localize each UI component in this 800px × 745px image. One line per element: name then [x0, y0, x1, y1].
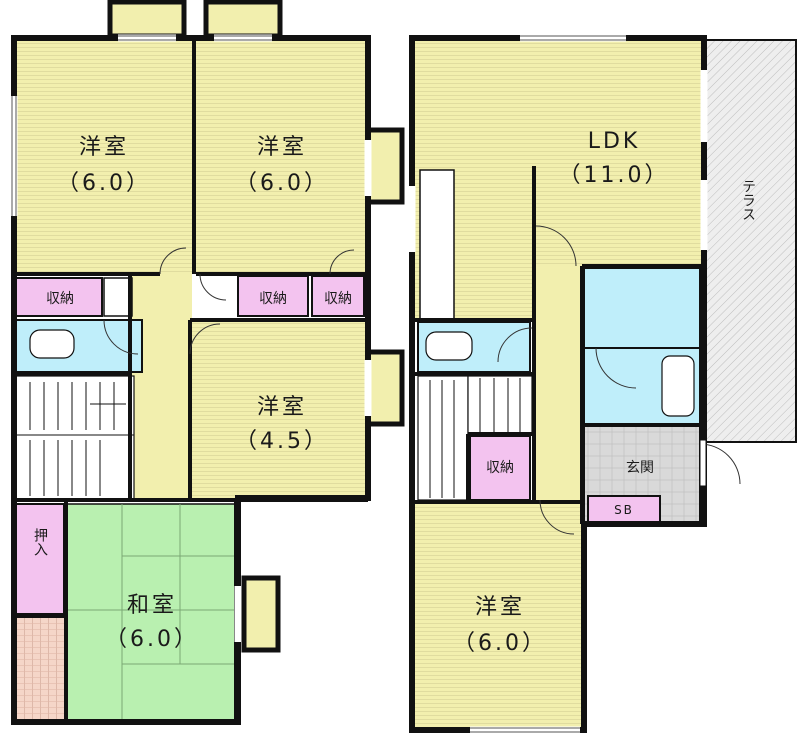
storage-1-box — [15, 277, 103, 317]
hallway-right — [534, 266, 582, 500]
western-room-1-floor — [14, 38, 194, 274]
floor-left — [10, 0, 405, 725]
storage-2-label: 収納 — [259, 291, 287, 307]
storage-4-label: 収納 — [486, 460, 514, 476]
entrance-label: 玄関 — [626, 459, 654, 476]
balcony-right — [203, 0, 283, 39]
western-room-3-size: （4.5） — [235, 429, 329, 454]
western-room-1-name: 洋室 — [79, 135, 129, 160]
wc-left — [29, 329, 75, 359]
shoe-box-label: SB — [614, 503, 634, 517]
side-balcony-3 — [241, 575, 281, 653]
western-room-1-size: （6.0） — [57, 171, 151, 196]
washroom-right — [583, 267, 701, 349]
western-room-4-name: 洋室 — [475, 595, 525, 620]
western-room-4-floor — [414, 504, 584, 730]
western-room-2-size: （6.0） — [235, 171, 329, 196]
washitsu-name: 和室 — [127, 593, 177, 618]
washitsu-size: （6.0） — [105, 627, 199, 652]
ldk-size: （11.0） — [559, 163, 670, 188]
western-room-3-name: 洋室 — [257, 395, 307, 420]
storage-4-box — [469, 435, 531, 501]
ldk-floor — [414, 40, 702, 266]
stairs-right-2 — [467, 375, 533, 435]
western-room-2-floor — [194, 38, 368, 274]
labels: 洋室 （6.0） 洋室 （6.0） 洋室 （4.5） 和室 （6.0） LDK … — [32, 129, 756, 656]
toilet-left — [103, 277, 133, 317]
western-room-3-floor — [192, 322, 368, 498]
storage-2-box — [237, 275, 309, 317]
storage-1-label: 収納 — [46, 291, 74, 307]
terrace-label: テラス — [740, 179, 756, 221]
stairs-left — [15, 375, 135, 501]
ldk-name: LDK — [588, 129, 641, 154]
oshiire-box — [15, 503, 65, 615]
hallway-left — [130, 274, 192, 500]
storage-3-label: 収納 — [324, 291, 352, 307]
storage-3-box — [311, 275, 365, 317]
side-balcony-1 — [365, 127, 405, 205]
western-room-2-name: 洋室 — [257, 135, 307, 160]
balcony-left — [107, 0, 187, 39]
oshiire-label: 押入 — [32, 528, 48, 556]
entrance-door — [699, 439, 707, 487]
bathtub — [661, 355, 695, 417]
wood-floor — [16, 618, 64, 720]
kitchen-counter — [419, 169, 455, 321]
western-room-4-size: （6.0） — [453, 631, 547, 656]
terrace-area — [703, 39, 797, 443]
floor-right — [408, 34, 797, 734]
stairs-right — [417, 375, 469, 501]
side-balcony-2 — [365, 349, 405, 427]
wc-right — [425, 331, 473, 361]
